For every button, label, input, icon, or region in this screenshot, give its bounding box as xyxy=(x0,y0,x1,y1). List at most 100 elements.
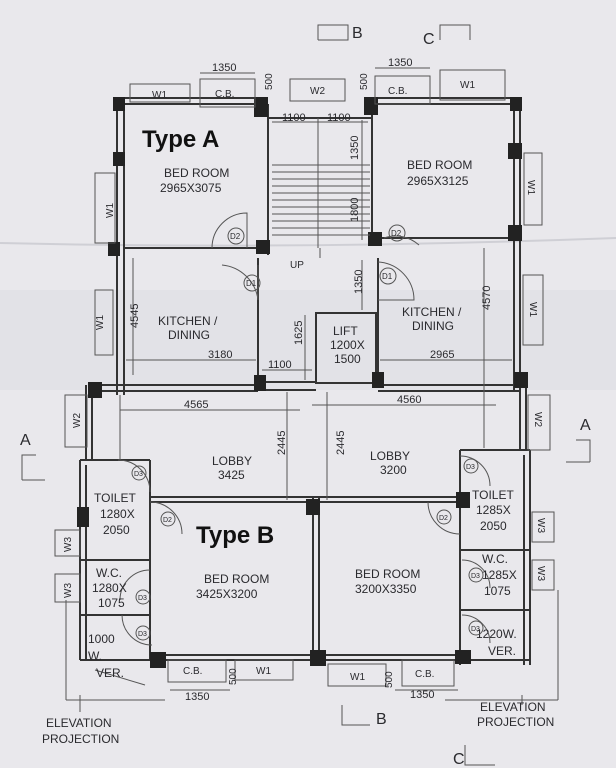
kitchen-right-line2: DINING xyxy=(412,319,454,333)
toilet-right-line1: TOILET xyxy=(472,488,514,502)
door-d3-toilet-right: D3 xyxy=(466,464,475,471)
dim-bottom-1350-left: 1350 xyxy=(185,691,209,703)
bedroom-b-left-name: BED ROOM xyxy=(204,572,269,586)
cupboard-bottom-left: C.B. xyxy=(183,666,202,677)
dim-stair-1100-right: 1100 xyxy=(327,112,351,124)
section-mark-a-left: A xyxy=(20,432,31,449)
toilet-right-line2: 1285X xyxy=(476,503,511,517)
window-w3-left-lower: W3 xyxy=(63,583,74,598)
toilet-left-line1: TOILET xyxy=(94,491,136,505)
door-tags xyxy=(131,224,484,641)
window-w1-bottom-left: W1 xyxy=(256,666,271,677)
ver-left-line1: 1000 xyxy=(88,632,115,646)
cupboard-top-right: C.B. xyxy=(388,86,407,97)
lobby-right-name: LOBBY xyxy=(370,449,410,463)
dim-stair-1350: 1350 xyxy=(349,136,361,160)
door-d1-left: D1 xyxy=(246,279,257,288)
elevation-left-line2: PROJECTION xyxy=(42,732,119,746)
dim-top-500-right: 500 xyxy=(359,73,370,90)
toilet-right-line3: 2050 xyxy=(480,519,507,533)
dim-lift-1625: 1625 xyxy=(293,321,305,345)
lift-line2: 1200X xyxy=(330,338,365,352)
dim-stair-1100-left: 1100 xyxy=(282,112,306,124)
window-w2-left: W2 xyxy=(72,413,83,428)
kitchen-right-line1: KITCHEN / xyxy=(402,305,462,319)
dim-kitchen-3180: 3180 xyxy=(208,349,232,361)
door-d3-wc-right: D3 xyxy=(471,573,480,580)
bedroom-a-left-size: 2965X3075 xyxy=(160,181,222,195)
door-d2-top-right: D2 xyxy=(391,229,402,238)
kitchen-left-line2: DINING xyxy=(168,328,210,342)
section-mark-a-right: A xyxy=(580,417,591,434)
ver-right-line1: 1220W. xyxy=(476,627,517,641)
door-swings xyxy=(117,212,491,646)
window-w3-left-upper: W3 xyxy=(63,537,74,552)
wc-left-line1: W.C. xyxy=(96,566,122,580)
dim-lift-1100: 1100 xyxy=(268,359,292,371)
cupboard-top-left: C.B. xyxy=(215,89,234,100)
type-b-label: Type B xyxy=(196,522,274,549)
dim-lobby-4565: 4565 xyxy=(184,399,208,411)
lift-line3: 1500 xyxy=(334,352,361,366)
window-w3-right-upper: W3 xyxy=(535,518,546,533)
ver-left-line3: VER. xyxy=(96,666,124,680)
elevation-right-line2: PROJECTION xyxy=(477,715,554,729)
door-d3-wc-left: D3 xyxy=(138,595,147,602)
window-graphics xyxy=(54,69,555,687)
dim-top-500-left: 500 xyxy=(264,73,275,90)
window-w1-right-lower: W1 xyxy=(527,302,538,317)
section-mark-c-bottom: C xyxy=(453,751,465,768)
dim-lift-1350: 1350 xyxy=(353,270,365,294)
wc-right-line1: W.C. xyxy=(482,552,508,566)
bedroom-a-left-name: BED ROOM xyxy=(164,166,229,180)
columns xyxy=(77,97,528,668)
window-w1-left-lower: W1 xyxy=(95,315,106,330)
window-w1-top-left: W1 xyxy=(152,90,167,101)
bedroom-a-right-size: 2965X3125 xyxy=(407,174,469,188)
bedroom-b-right-size: 3200X3350 xyxy=(355,582,417,596)
door-d3-ver-right: D3 xyxy=(471,626,480,633)
door-d2-top-left: D2 xyxy=(230,232,241,241)
section-mark-b-top: B xyxy=(352,25,363,42)
lobby-left-size: 3425 xyxy=(218,468,245,482)
dim-top-left-1350: 1350 xyxy=(212,62,236,74)
window-w1-top-right: W1 xyxy=(460,80,475,91)
window-w2-top: W2 xyxy=(310,86,325,97)
cupboard-bottom-right: C.B. xyxy=(415,669,434,680)
kitchen-left-line1: KITCHEN / xyxy=(158,314,218,328)
dim-bottom-1350-right: 1350 xyxy=(410,689,434,701)
lobby-left-name: LOBBY xyxy=(212,454,252,468)
lobby-right-size: 3200 xyxy=(380,463,407,477)
dim-kitchen-4570: 4570 xyxy=(481,286,493,310)
toilet-left-line3: 2050 xyxy=(103,523,130,537)
lift-line1: LIFT xyxy=(333,324,358,338)
bedroom-b-left-size: 3425X3200 xyxy=(196,587,258,601)
window-w3-right-lower: W3 xyxy=(535,566,546,581)
door-d1-right: D1 xyxy=(382,272,393,281)
window-w1-left-upper: W1 xyxy=(105,203,116,218)
door-d2-bed-b-left: D2 xyxy=(163,517,172,524)
door-d3-ver-left: D3 xyxy=(138,631,147,638)
staircase xyxy=(272,118,370,258)
elevation-left-line1: ELEVATION xyxy=(46,716,112,730)
wc-right-line2: 1285X xyxy=(482,568,517,582)
dim-lobby-2445-left: 2445 xyxy=(276,431,288,455)
dim-bottom-500-right: 500 xyxy=(384,671,395,688)
section-mark-c-top: C xyxy=(423,31,435,48)
toilet-left-line2: 1280X xyxy=(100,507,135,521)
window-w2-right: W2 xyxy=(532,412,543,427)
dim-lobby-2445-right: 2445 xyxy=(335,431,347,455)
dim-bottom-500-left: 500 xyxy=(228,668,239,685)
window-w1-right-upper: W1 xyxy=(525,180,536,195)
elevation-right-line1: ELEVATION xyxy=(480,700,546,714)
window-w1-bottom-right: W1 xyxy=(350,672,365,683)
wc-left-line3: 1075 xyxy=(98,596,125,610)
stair-up-label: UP xyxy=(290,260,304,271)
paper-crease xyxy=(0,237,616,247)
door-d2-bed-b-right: D2 xyxy=(439,515,448,522)
dim-top-right-1350: 1350 xyxy=(388,57,412,69)
dim-kitchen-2965: 2965 xyxy=(430,349,454,361)
bedroom-a-right-name: BED ROOM xyxy=(407,158,472,172)
wc-right-line3: 1075 xyxy=(484,584,511,598)
